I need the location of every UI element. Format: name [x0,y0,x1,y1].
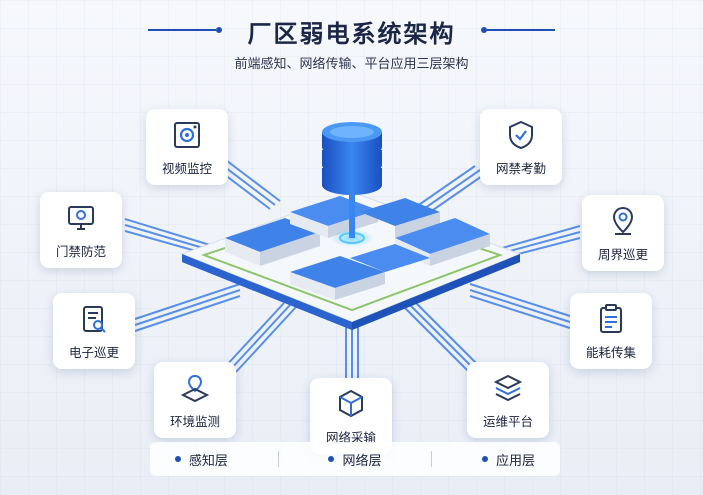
legend-dot [328,456,335,462]
legend-item-network: 网络层 [328,450,381,469]
module-label: 网络采输 [325,429,376,445]
title-dot-right [481,27,487,33]
camera-icon [174,121,200,148]
module-electronic-patrol[interactable]: 电子巡更 [53,293,135,369]
legend-dot [174,456,181,462]
sensor-icon [180,374,210,402]
module-network-collection[interactable]: 网络采输 [310,378,392,454]
clipboard-icon [600,303,622,333]
module-label: 环境监测 [169,413,220,429]
cube-icon [339,389,363,417]
title-dot-left [216,27,222,33]
module-access-control[interactable]: 门禁防范 [40,192,122,268]
module-perimeter-patrol[interactable]: 周界巡更 [582,195,664,271]
link-environment [229,304,291,371]
link-patrol [134,289,241,326]
link-energy [469,289,571,323]
module-label: 周界巡更 [597,246,648,262]
link-access [124,224,211,251]
legend-label: 应用层 [496,453,536,469]
layers-icon [493,374,523,401]
legend-divider [277,451,279,467]
module-label: 运维平台 [482,413,533,429]
module-label: 门禁防范 [55,243,106,259]
page-subtitle: 前端感知、网络传输、平台应用三层架构 [234,57,469,72]
legend-divider [431,451,433,467]
title-decor-left [148,29,216,31]
module-energy-collection[interactable]: 能耗传集 [570,293,652,369]
factory-platform [180,191,522,330]
link-ops [409,304,476,371]
legend-label: 感知层 [188,453,228,469]
module-ops-platform[interactable]: 运维平台 [467,362,549,438]
module-attendance[interactable]: 网禁考勤 [480,109,562,185]
legend-item-sensing: 感知层 [174,450,228,469]
legend-label: 网络层 [342,453,382,469]
layer-legend: 感知层 网络层 应用层 [150,442,560,476]
module-video-surveillance[interactable]: 视频监控 [146,109,228,185]
location-pin-icon [612,206,634,235]
shield-check-icon [509,120,533,149]
document-search-icon [83,305,106,333]
buildings [225,196,490,300]
page-title: 厂区弱电系统架构 [247,20,456,48]
module-environment-monitoring[interactable]: 环境监测 [154,362,236,438]
module-label: 视频监控 [161,160,212,176]
legend-item-application: 应用层 [482,450,535,469]
module-label: 能耗传集 [585,344,636,360]
monitor-icon [68,205,94,230]
module-label: 电子巡更 [68,344,119,360]
module-label: 网禁考勤 [495,160,546,176]
legend-dot [482,456,489,462]
title-decor-right [487,29,555,31]
database-icon [322,122,382,238]
